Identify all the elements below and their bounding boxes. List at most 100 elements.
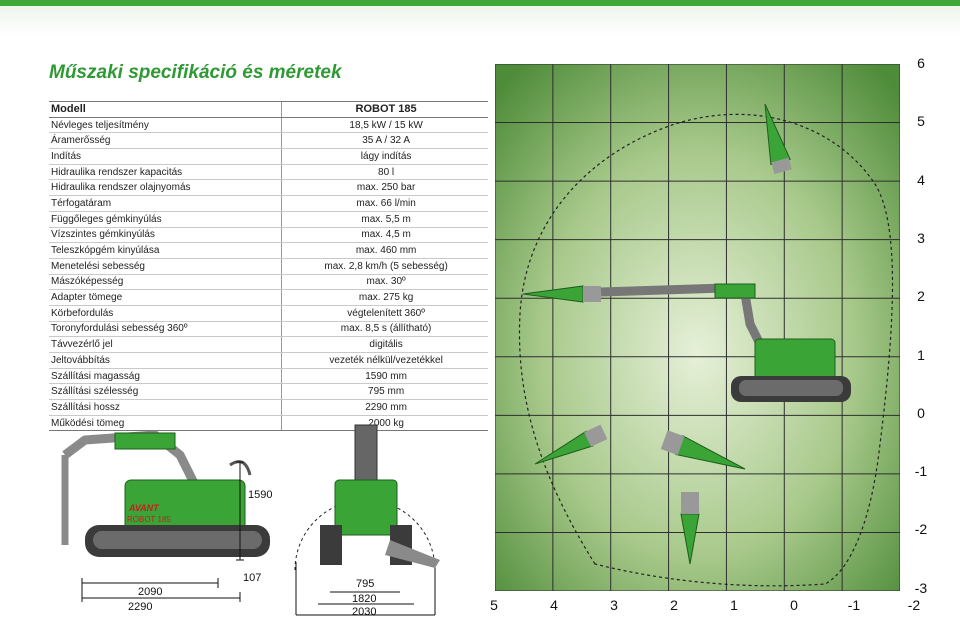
spec-label: Teleszkópgém kinyúlása — [49, 242, 282, 259]
spec-label: Függőleges gémkinyúlás — [49, 211, 282, 228]
spec-value: 35 A / 32 A — [281, 132, 488, 150]
spec-label: Hidraulika rendszer kapacitás — [49, 164, 282, 181]
x-axis-label: 5 — [490, 597, 498, 613]
spec-header-label: Modell — [49, 101, 282, 118]
spec-label: Szállítási szélesség — [49, 383, 282, 401]
x-axis-label: 1 — [730, 597, 738, 613]
dim-height: 1590 — [248, 489, 273, 501]
spec-value: max. 275 kg — [281, 289, 488, 306]
y-axis-label: 0 — [917, 404, 925, 421]
dim-blade: 107 — [243, 572, 262, 584]
spec-value: max. 8,5 s (állítható) — [281, 321, 488, 338]
y-axis-label: -1 — [914, 463, 928, 480]
breaker-lower-mid — [660, 430, 746, 470]
spec-label: Toronyfordulási sebesség 360º — [49, 321, 282, 338]
x-axis-label: -2 — [907, 597, 921, 613]
spec-label: Hidraulika rendszer olajnyomás — [49, 179, 282, 197]
y-axis-label: 5 — [917, 113, 925, 130]
breaker-bottom — [680, 492, 700, 565]
spec-label: Vízszintes gémkinyúlás — [49, 227, 282, 244]
spec-value: digitális — [281, 336, 488, 353]
reach-grid-svg — [494, 63, 901, 592]
y-axis-label: -3 — [914, 579, 928, 596]
spec-value: 2000 kg — [281, 415, 488, 432]
dim-length-b: 2290 — [128, 601, 153, 613]
x-axis-label: 3 — [610, 597, 618, 613]
y-axis-label: 1 — [917, 346, 925, 363]
spec-label: Menetelési sebesség — [49, 258, 282, 275]
spec-value: 2290 mm — [281, 399, 488, 416]
spec-label: Működési tömeg — [49, 415, 282, 432]
spec-value: 1590 mm — [281, 368, 488, 385]
spec-value: max. 460 mm — [281, 242, 488, 259]
reach-diagram — [494, 63, 901, 592]
side-model: ROBOT 185 — [127, 515, 171, 524]
reach-envelope — [518, 113, 894, 587]
machine-on-grid — [522, 283, 851, 402]
spec-value: max. 30º — [281, 274, 488, 291]
y-axis-label: 6 — [917, 55, 925, 71]
side-brand: AVANT — [129, 503, 159, 513]
spec-header-value: ROBOT 185 — [281, 101, 488, 118]
breaker-lower-left — [534, 424, 608, 465]
dim-width-b: 1820 — [352, 593, 377, 605]
spec-value: 18,5 kW / 15 kW — [281, 117, 488, 134]
dim-width-a: 795 — [356, 578, 375, 590]
spec-value: végtelenített 360º — [281, 305, 488, 322]
spec-value: 795 mm — [281, 383, 488, 401]
breaker-top — [764, 103, 792, 174]
top-accent-bar — [0, 0, 960, 6]
dim-width-c: 2030 — [352, 606, 377, 618]
spec-label: Körbefordulás — [49, 305, 282, 322]
x-axis-label: 0 — [790, 597, 798, 613]
spec-label: Szállítási hossz — [49, 399, 282, 416]
machine-front-view — [290, 420, 440, 571]
spec-value: max. 5,5 m — [281, 211, 488, 228]
spec-label: Áramerősség — [49, 132, 282, 150]
spec-label: Távvezérlő jel — [49, 336, 282, 353]
spec-value: 80 l — [281, 164, 488, 181]
spec-value: max. 250 bar — [281, 179, 488, 197]
spec-value: max. 2,8 km/h (5 sebesség) — [281, 258, 488, 275]
y-axis-label: 3 — [917, 229, 925, 246]
spec-label: Jeltovábbítás — [49, 352, 282, 369]
y-axis-label: 4 — [917, 171, 925, 188]
x-axis-label: -1 — [847, 597, 861, 613]
x-axis-label: 4 — [550, 597, 558, 613]
page-title: Műszaki specifikáció és méretek — [49, 62, 342, 83]
spec-value: lágy indítás — [281, 148, 488, 165]
spec-label: Szállítási magasság — [49, 368, 282, 385]
spec-label: Adapter tömege — [49, 289, 282, 306]
y-axis-label: -2 — [914, 521, 928, 538]
x-axis-label: 2 — [670, 597, 678, 613]
spec-label: Indítás — [49, 148, 282, 165]
spec-table-header: Modell ROBOT 185 — [49, 101, 488, 118]
y-axis-label: 2 — [917, 288, 925, 305]
spec-value: vezeték nélkül/vezetékkel — [281, 352, 488, 369]
top-gradient-band — [0, 6, 960, 36]
spec-label: Mászóképesség — [49, 274, 282, 291]
spec-label: Névleges teljesítmény — [49, 117, 282, 134]
